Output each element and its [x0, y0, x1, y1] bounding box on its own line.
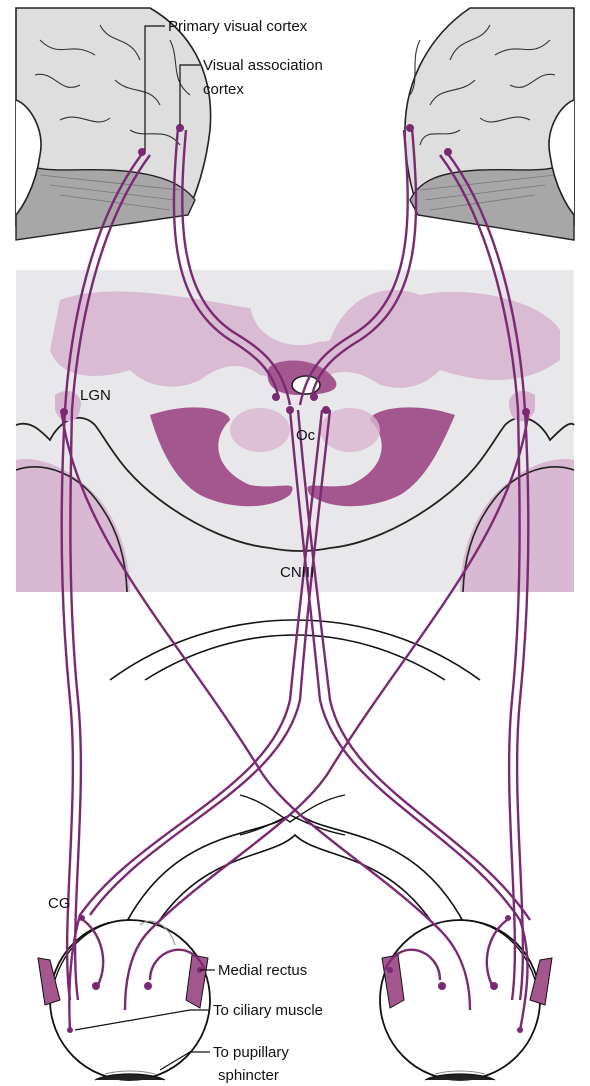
label-medial-rectus: Medial rectus [218, 962, 307, 979]
right-occipital-lobe [405, 8, 574, 240]
optic-chiasm-arcs [110, 620, 480, 935]
label-visual-association-cortex-line2: cortex [203, 81, 244, 98]
label-lgn: LGN [80, 387, 111, 404]
midbrain-section [16, 270, 574, 592]
label-primary-visual-cortex: Primary visual cortex [168, 18, 308, 35]
label-to-ciliary-muscle: To ciliary muscle [213, 1002, 323, 1019]
label-visual-association-cortex-line1: Visual association [203, 57, 323, 74]
label-to-pupillary-line2: sphincter [218, 1067, 279, 1084]
label-cg: CG [48, 895, 71, 912]
label-oc: Oc [296, 427, 316, 444]
label-cniii: CNIII [280, 564, 314, 581]
label-to-pupillary-line1: To pupillary [213, 1044, 289, 1061]
